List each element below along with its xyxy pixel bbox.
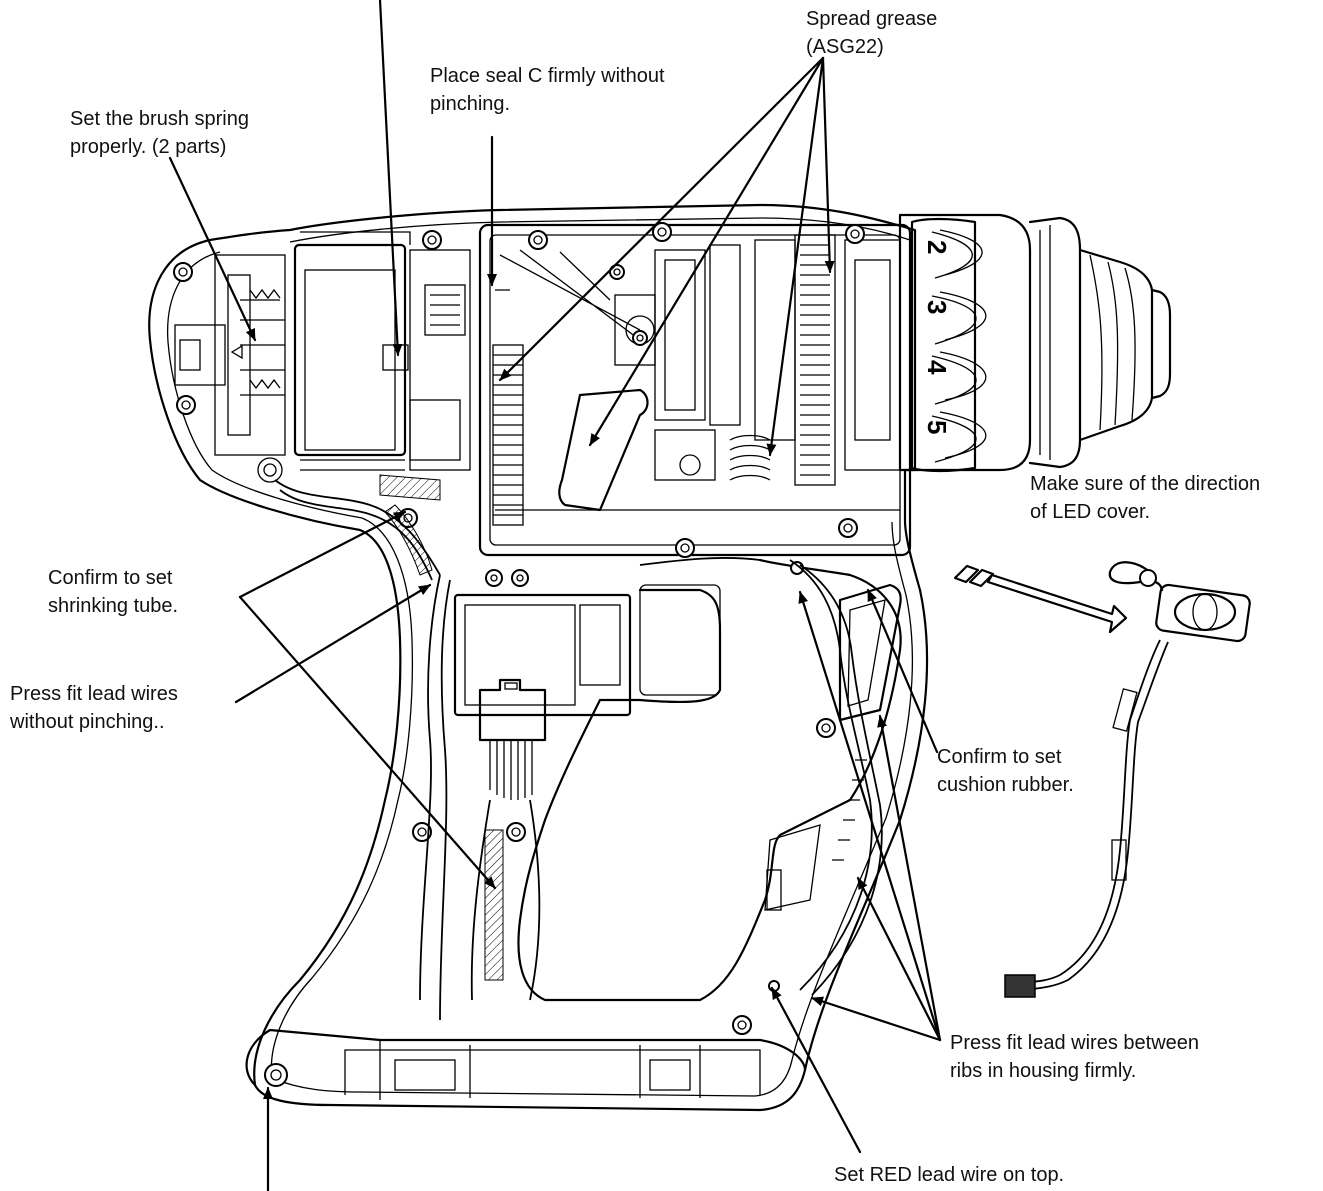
screw bbox=[506, 822, 526, 842]
leader-lines bbox=[168, 0, 942, 1191]
leader-ribs-2 bbox=[877, 714, 942, 1042]
callout-press-fit-pinching: Press fit lead wires without pinching.. bbox=[10, 680, 178, 736]
callout-cushion-rubber: Confirm to set cushion rubber. bbox=[937, 743, 1074, 799]
screw bbox=[264, 1063, 288, 1087]
screw bbox=[632, 330, 648, 346]
callout-brush-spring: Set the brush spring properly. (2 parts) bbox=[70, 105, 249, 161]
leader-top bbox=[378, 0, 403, 357]
leader-grease-3 bbox=[766, 56, 825, 457]
brush-holder bbox=[174, 254, 286, 483]
screw bbox=[845, 224, 865, 244]
leader-shrink-tube-1 bbox=[238, 510, 407, 599]
callout-line: ribs in housing firmly. bbox=[950, 1060, 1137, 1082]
chuck bbox=[1028, 216, 1172, 469]
callout-line: Confirm to set bbox=[48, 567, 173, 589]
callout-press-fit-ribs: Press fit lead wires between ribs in hou… bbox=[950, 1029, 1199, 1085]
housing-outline bbox=[148, 203, 1032, 1112]
callout-line: Make sure of the direction bbox=[1030, 473, 1261, 495]
callout-line: Press fit lead wires bbox=[10, 683, 178, 705]
leader-red-lead bbox=[770, 986, 862, 1154]
screw bbox=[732, 1015, 752, 1035]
callout-line: Set RED lead wire on top. bbox=[834, 1164, 1065, 1186]
clutch-dial bbox=[910, 217, 987, 473]
screw bbox=[528, 230, 548, 250]
motor bbox=[293, 231, 471, 471]
screw bbox=[511, 569, 529, 587]
dial-number-2: 2 bbox=[922, 240, 952, 254]
screw bbox=[485, 569, 503, 587]
leader-grease-2 bbox=[588, 56, 825, 447]
callout-line: pinching. bbox=[430, 93, 511, 115]
cushion-rubber bbox=[764, 583, 902, 911]
callout-line: properly. (2 parts) bbox=[70, 136, 227, 158]
callout-seal-c: Place seal C firmly without pinching. bbox=[430, 62, 665, 118]
callout-line: of LED cover. bbox=[1030, 501, 1151, 523]
screw bbox=[816, 718, 836, 738]
screw bbox=[652, 222, 672, 242]
gearbox bbox=[478, 223, 912, 557]
callout-shrinking-tube: Confirm to set shrinking tube. bbox=[48, 564, 178, 620]
screw bbox=[675, 538, 695, 558]
leader-ribs-3 bbox=[856, 876, 942, 1042]
screw bbox=[176, 395, 196, 415]
dial-number-4: 4 bbox=[922, 360, 952, 375]
dial-number-3: 3 bbox=[922, 300, 952, 314]
leader-shrink-tube-2 bbox=[238, 595, 497, 890]
callout-red-lead: Set RED lead wire on top. bbox=[834, 1161, 1064, 1189]
callout-line: cushion rubber. bbox=[937, 774, 1074, 796]
dial-numbers: 2 3 4 5 bbox=[922, 240, 952, 434]
callout-line: Place seal C firmly without bbox=[430, 65, 665, 87]
callout-spread-grease: Spread grease (ASG22) bbox=[806, 5, 937, 61]
leader-ribs-1 bbox=[798, 590, 942, 1042]
leader-grease-1 bbox=[498, 56, 825, 382]
screw bbox=[609, 264, 625, 280]
callout-line: (ASG22) bbox=[806, 36, 884, 58]
screw bbox=[173, 262, 193, 282]
callout-line: Spread grease bbox=[806, 8, 938, 30]
screw bbox=[422, 230, 442, 250]
leader-brush-spring bbox=[168, 156, 257, 342]
callout-led-cover: Make sure of the direction of LED cover. bbox=[1030, 470, 1260, 526]
led-cover-part bbox=[953, 561, 1251, 998]
leader-ribs-4 bbox=[810, 996, 942, 1042]
switch-assembly bbox=[453, 584, 721, 800]
callout-line: Confirm to set bbox=[937, 746, 1062, 768]
callout-line: shrinking tube. bbox=[48, 595, 179, 617]
callout-line: without pinching.. bbox=[10, 711, 165, 733]
screw bbox=[412, 822, 432, 842]
lead-wires bbox=[274, 474, 883, 1021]
leader-press-fit-pinch bbox=[234, 583, 432, 704]
screw bbox=[838, 518, 858, 538]
dial-number-5: 5 bbox=[922, 420, 952, 434]
callout-line: Set the brush spring bbox=[70, 108, 249, 130]
leader-grease-4 bbox=[821, 56, 835, 274]
leader-cushion-rubber bbox=[866, 588, 939, 754]
callout-line: Press fit lead wires between bbox=[950, 1032, 1200, 1054]
